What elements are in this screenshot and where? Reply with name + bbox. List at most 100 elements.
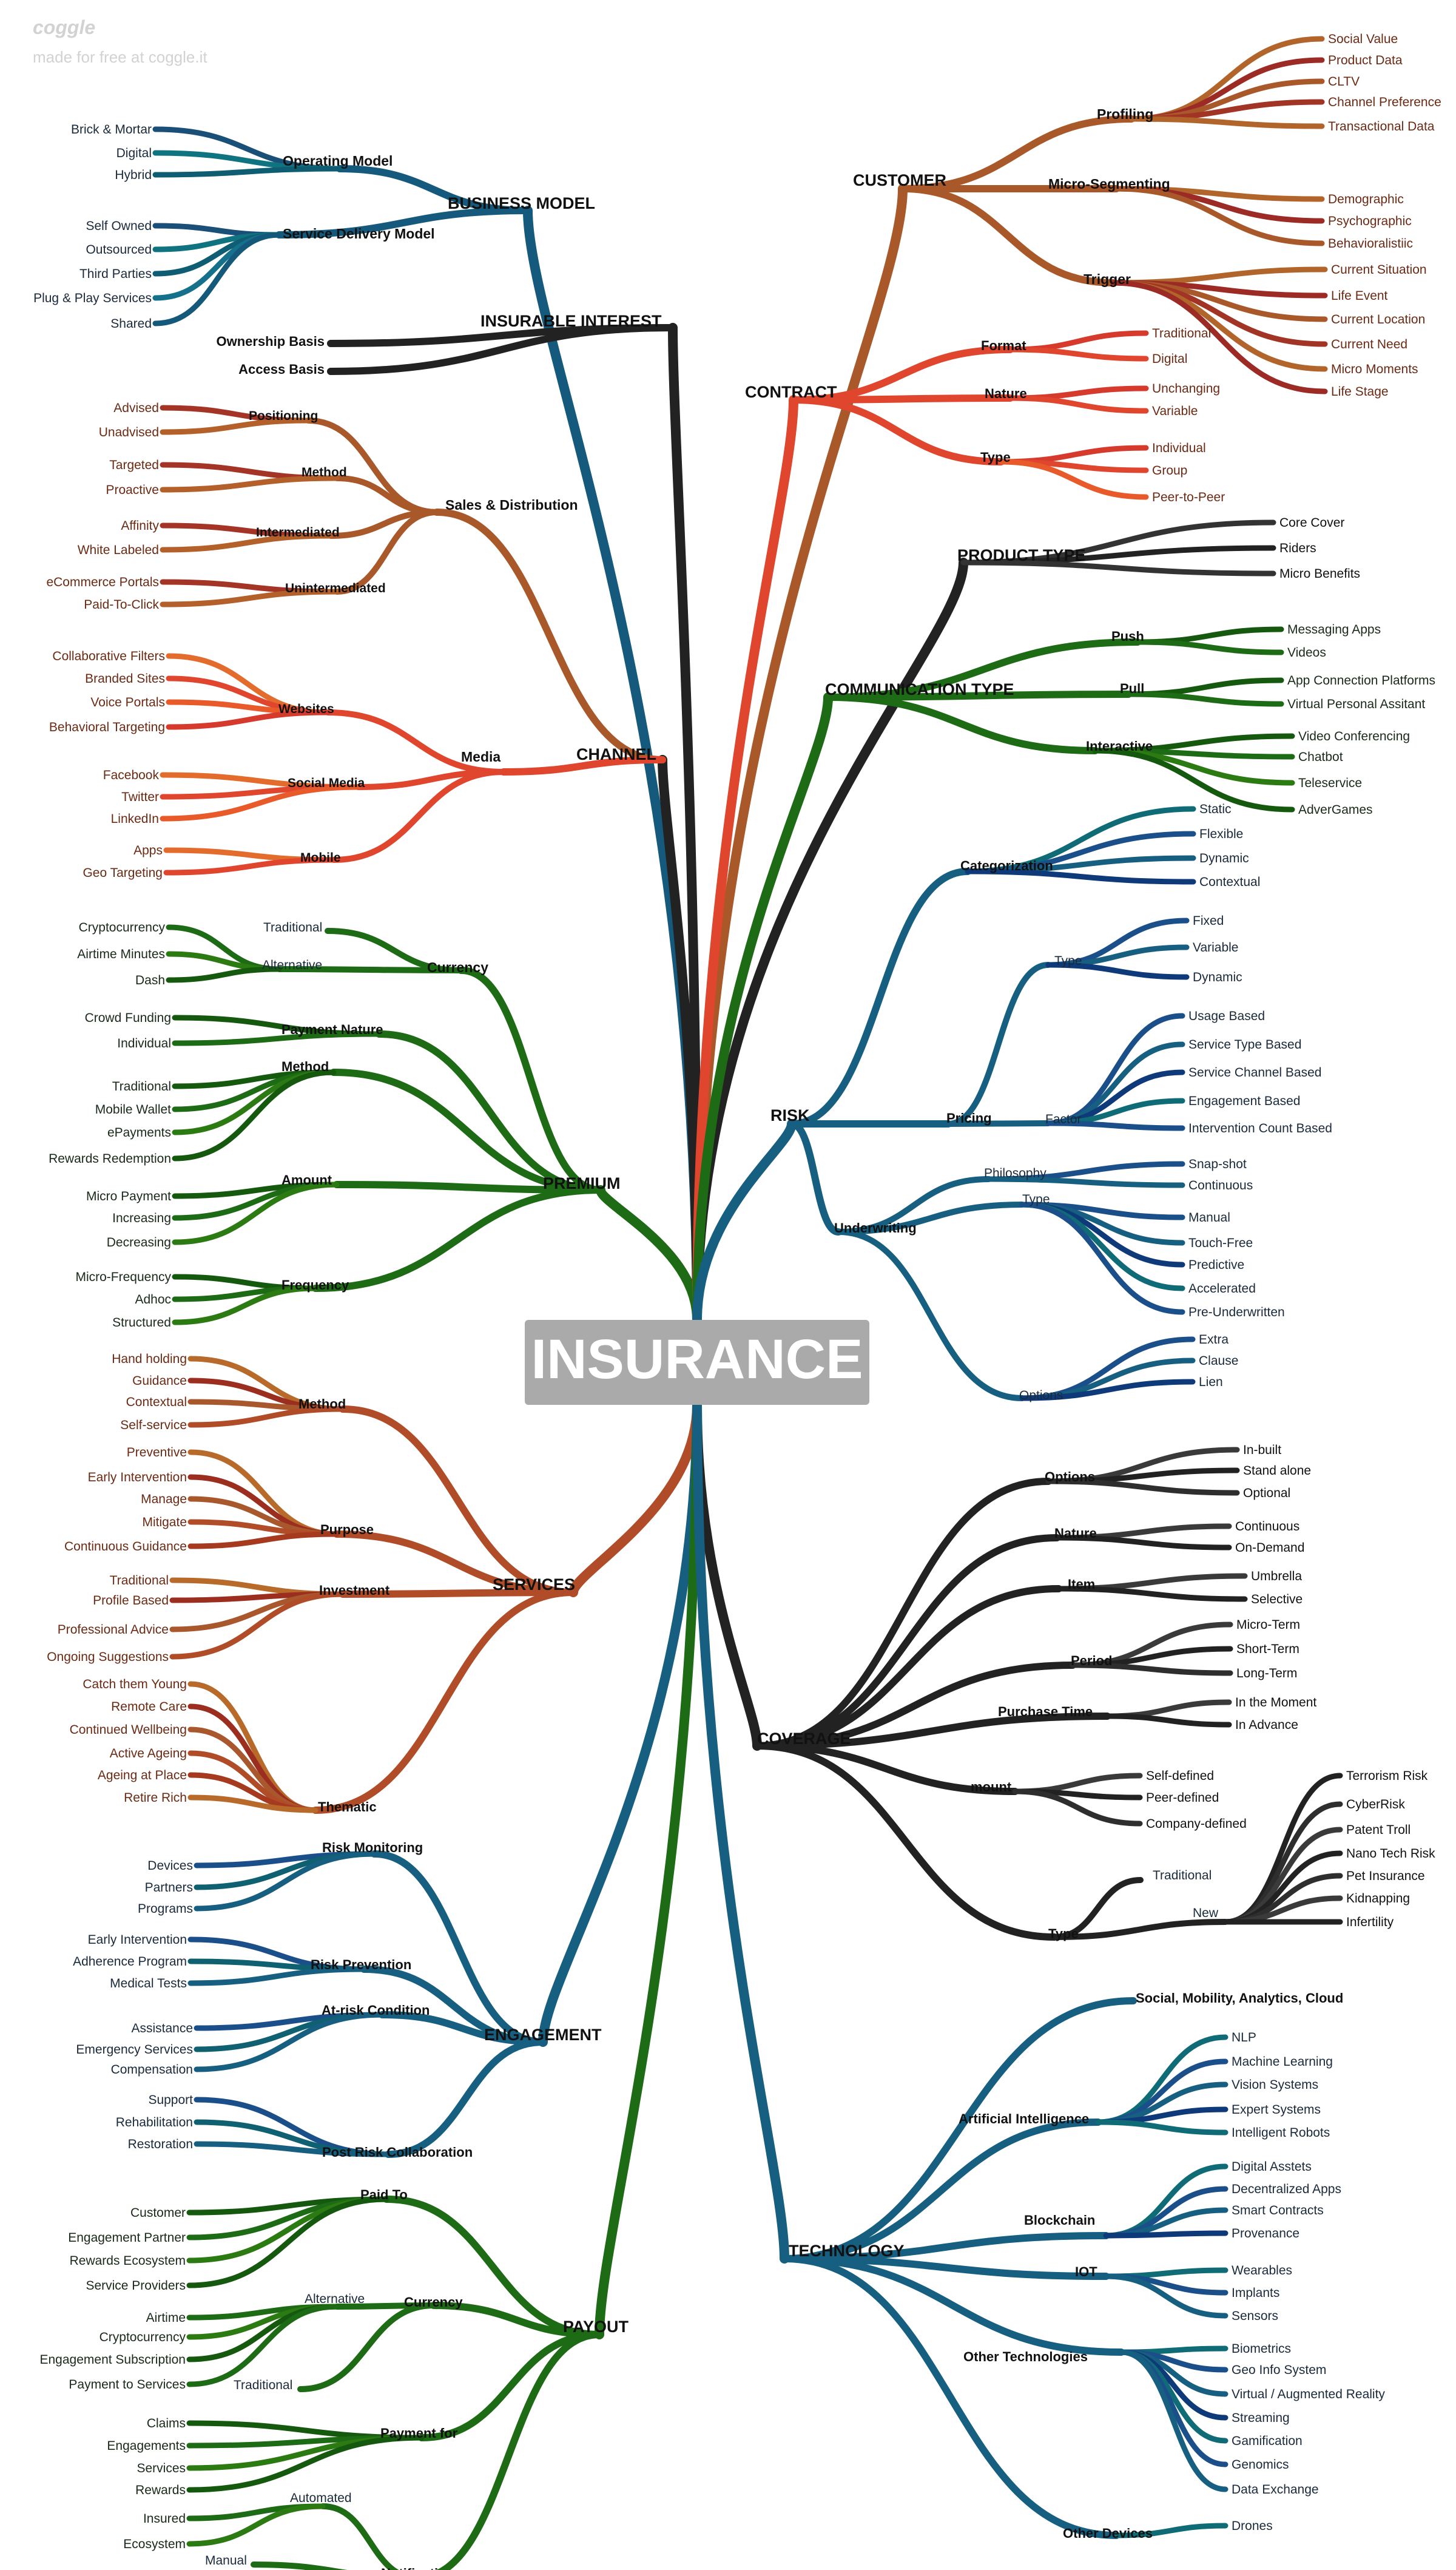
node-automated[interactable]: Automated	[290, 2491, 352, 2505]
node-other-technologies[interactable]: Other Technologies	[963, 2349, 1088, 2364]
node-push[interactable]: Push	[1111, 629, 1144, 644]
leaf-twitter[interactable]: Twitter	[121, 790, 159, 804]
leaf-short-term[interactable]: Short-Term	[1236, 1642, 1299, 1656]
leaf-self-service[interactable]: Self-service	[120, 1418, 187, 1432]
leaf-ageing-at-place[interactable]: Ageing at Place	[98, 1768, 187, 1782]
leaf-kidnapping[interactable]: Kidnapping	[1346, 1892, 1410, 1906]
leaf-epayments[interactable]: ePayments	[107, 1126, 171, 1140]
leaf-affinity[interactable]: Affinity	[121, 519, 159, 533]
leaf-increasing[interactable]: Increasing	[112, 1211, 171, 1225]
leaf-self-defined[interactable]: Self-defined	[1146, 1769, 1214, 1783]
leaf-predictive[interactable]: Predictive	[1188, 1258, 1244, 1272]
leaf-touch-free[interactable]: Touch-Free	[1188, 1236, 1253, 1250]
leaf-core-cover[interactable]: Core Cover	[1279, 516, 1344, 530]
node-blockchain[interactable]: Blockchain	[1024, 2213, 1095, 2228]
branch-coverage[interactable]: COVERAGE	[757, 1730, 851, 1748]
leaf-adhoc[interactable]: Adhoc	[135, 1293, 171, 1307]
node-traditional[interactable]: Traditional	[1153, 1868, 1212, 1882]
leaf-geo-targeting[interactable]: Geo Targeting	[83, 866, 163, 880]
node-options[interactable]: Options	[1019, 1388, 1063, 1402]
leaf-lien[interactable]: Lien	[1199, 1375, 1223, 1389]
leaf-advised[interactable]: Advised	[113, 401, 159, 415]
node-investment[interactable]: Investment	[319, 1583, 390, 1598]
node-alternative[interactable]: Alternative	[305, 2292, 365, 2306]
node-pricing[interactable]: Pricing	[946, 1111, 992, 1126]
leaf-mobile-wallet[interactable]: Mobile Wallet	[95, 1103, 171, 1117]
leaf-remote-care[interactable]: Remote Care	[111, 1700, 187, 1714]
branch-contract[interactable]: CONTRACT	[745, 383, 837, 401]
leaf-variable[interactable]: Variable	[1152, 404, 1198, 418]
leaf-proactive[interactable]: Proactive	[106, 483, 159, 497]
leaf-cyberrisk[interactable]: CyberRisk	[1346, 1797, 1405, 1811]
node-thematic[interactable]: Thematic	[318, 1799, 377, 1814]
leaf-in-built[interactable]: In-built	[1243, 1443, 1281, 1457]
node-type[interactable]: Type	[1022, 1192, 1050, 1206]
leaf-rewards-redemption[interactable]: Rewards Redemption	[49, 1152, 171, 1166]
branch-insurable-interest[interactable]: INSURABLE INTEREST	[480, 312, 662, 330]
branch-communication-type[interactable]: COMMUNICATION TYPE	[825, 680, 1014, 698]
leaf-individual[interactable]: Individual	[117, 1036, 171, 1050]
leaf-infertility[interactable]: Infertility	[1346, 1915, 1394, 1929]
node-method[interactable]: Method	[281, 1059, 329, 1074]
branch-channel[interactable]: CHANNEL	[576, 745, 656, 763]
leaf-nlp[interactable]: NLP	[1232, 2031, 1256, 2044]
node-unintermediated[interactable]: Unintermediated	[285, 581, 386, 595]
leaf-cltv[interactable]: CLTV	[1328, 75, 1360, 89]
node-nature[interactable]: Nature	[1054, 1526, 1097, 1541]
node-post-risk-collaboration[interactable]: Post Risk Collaboration	[322, 2145, 473, 2160]
leaf-data-exchange[interactable]: Data Exchange	[1232, 2483, 1319, 2497]
node-trigger[interactable]: Trigger	[1084, 271, 1131, 287]
leaf-intelligent-robots[interactable]: Intelligent Robots	[1232, 2126, 1330, 2140]
leaf-ecommerce-portals[interactable]: eCommerce Portals	[46, 575, 159, 589]
leaf-extra[interactable]: Extra	[1199, 1333, 1228, 1347]
leaf-video-conferencing[interactable]: Video Conferencing	[1298, 729, 1410, 743]
leaf-patent-troll[interactable]: Patent Troll	[1346, 1823, 1410, 1837]
leaf-micro-frequency[interactable]: Micro-Frequency	[75, 1270, 171, 1284]
leaf-engagements[interactable]: Engagements	[107, 2439, 186, 2453]
leaf-brick-mortar[interactable]: Brick & Mortar	[71, 123, 152, 137]
leaf-targeted[interactable]: Targeted	[109, 458, 159, 472]
leaf-biometrics[interactable]: Biometrics	[1232, 2342, 1291, 2356]
leaf-teleservice[interactable]: Teleservice	[1298, 776, 1362, 790]
node-nature[interactable]: Nature	[985, 386, 1027, 401]
node-at-risk-condition[interactable]: At-risk Condition	[322, 2003, 430, 2018]
leaf-restoration[interactable]: Restoration	[128, 2137, 193, 2151]
leaf-early-intervention[interactable]: Early Intervention	[88, 1933, 187, 1947]
leaf-individual[interactable]: Individual	[1152, 441, 1206, 455]
node-access-basis[interactable]: Access Basis	[238, 362, 325, 377]
branch-engagement[interactable]: ENGAGEMENT	[484, 2026, 602, 2044]
leaf-early-intervention[interactable]: Early Intervention	[88, 1470, 187, 1484]
leaf-psychographic[interactable]: Psychographic	[1328, 214, 1412, 228]
node-period[interactable]: Period	[1071, 1653, 1112, 1668]
node-purchase-time[interactable]: Purchase Time	[998, 1704, 1093, 1719]
leaf-variable[interactable]: Variable	[1193, 941, 1239, 955]
leaf-continued-wellbeing[interactable]: Continued Wellbeing	[70, 1723, 187, 1737]
node-iot[interactable]: IOT	[1075, 2264, 1097, 2279]
leaf-dynamic[interactable]: Dynamic	[1193, 970, 1242, 984]
leaf-ecosystem[interactable]: Ecosystem	[123, 2537, 186, 2551]
node-interactive[interactable]: Interactive	[1086, 739, 1153, 754]
leaf-unchanging[interactable]: Unchanging	[1152, 382, 1220, 396]
leaf-engagement-partner[interactable]: Engagement Partner	[68, 2231, 186, 2245]
branch-technology[interactable]: TECHNOLOGY	[789, 2242, 905, 2260]
leaf-smart-contracts[interactable]: Smart Contracts	[1232, 2203, 1324, 2217]
node-mount[interactable]: mount	[971, 1779, 1012, 1794]
leaf-digital[interactable]: Digital	[1152, 352, 1187, 366]
leaf-unadvised[interactable]: Unadvised	[99, 425, 159, 439]
leaf-traditional[interactable]: Traditional	[110, 1574, 169, 1588]
leaf-usage-based[interactable]: Usage Based	[1188, 1009, 1265, 1023]
leaf-stand-alone[interactable]: Stand alone	[1243, 1464, 1311, 1478]
leaf-manual[interactable]: Manual	[1188, 1211, 1230, 1225]
branch-business-model[interactable]: BUSINESS MODEL	[448, 194, 595, 212]
leaf-active-ageing[interactable]: Active Ageing	[110, 1747, 187, 1760]
node-micro-segmenting[interactable]: Micro-Segmenting	[1048, 176, 1170, 192]
branch-product-type[interactable]: PRODUCT TYPE	[957, 546, 1086, 564]
node-currency[interactable]: Currency	[404, 2294, 463, 2310]
leaf-implants[interactable]: Implants	[1232, 2286, 1279, 2300]
node-social-mobility-analytics-cloud[interactable]: Social, Mobility, Analytics, Cloud	[1136, 1990, 1343, 2006]
leaf-life-event[interactable]: Life Event	[1331, 289, 1388, 303]
leaf-dash[interactable]: Dash	[135, 973, 165, 987]
leaf-structured[interactable]: Structured	[112, 1316, 171, 1330]
node-options[interactable]: Options	[1045, 1469, 1095, 1484]
leaf-shared[interactable]: Shared	[110, 317, 152, 331]
